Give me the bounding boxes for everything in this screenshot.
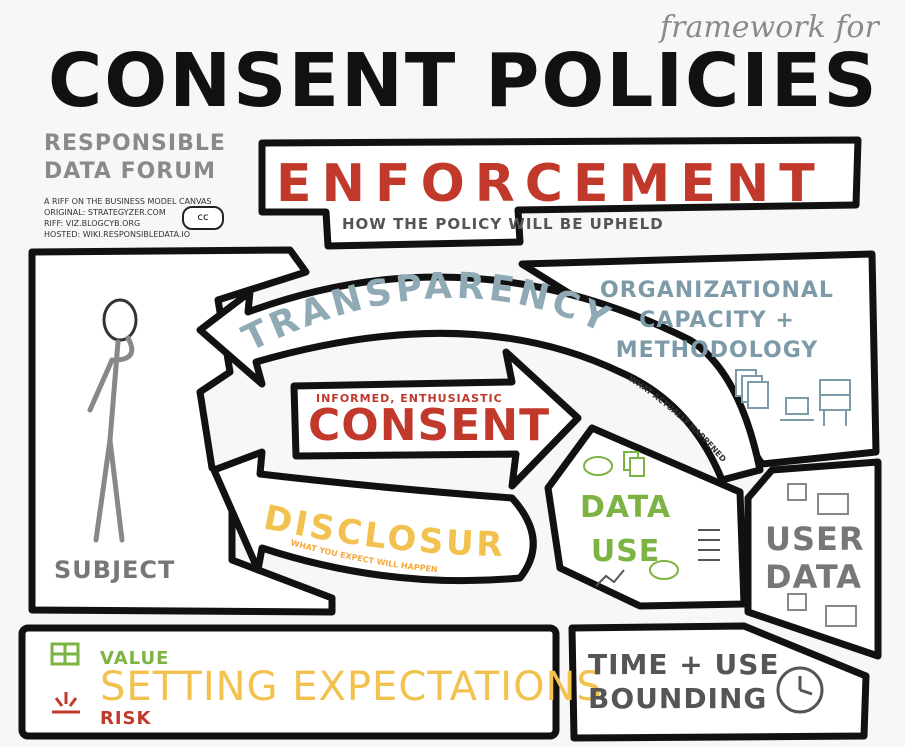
enforcement-box — [258, 136, 862, 250]
framework-label: framework for — [660, 10, 879, 45]
cc-license-badge: cc — [182, 206, 224, 230]
consent-arrow — [290, 348, 582, 490]
table-icon — [787, 483, 857, 627]
line-chart-icon — [595, 569, 625, 587]
org-name: RESPONSIBLE DATA FORUM — [44, 131, 226, 184]
clock-icon — [776, 666, 824, 714]
subject-label: SUBJECT — [54, 556, 176, 584]
disclosure-arrow — [210, 448, 537, 585]
transparency-arrow — [196, 273, 764, 484]
credits-text: A RIFF ON THE BUSINESS MODEL CANVAS ORIG… — [44, 197, 212, 239]
chair-icon — [819, 379, 851, 426]
value-icon — [50, 642, 80, 666]
consent-prefix: INFORMED, ENTHUSIASTIC — [316, 392, 503, 405]
list-icon — [698, 529, 720, 561]
enforcement-label: ENFORCEMENT — [276, 154, 825, 214]
organizational-label: ORGANIZATIONAL CAPACITY + METHODOLOGY — [600, 278, 834, 363]
page-title: CONSENT POLICIES — [48, 38, 879, 124]
laptop-icon — [780, 397, 814, 421]
chat-bubble-icon — [583, 456, 679, 580]
time-use-label: TIME + USE BOUNDING — [588, 648, 780, 715]
stick-figure-icon — [87, 298, 138, 543]
risk-label: RISK — [100, 708, 152, 729]
setting-expectations-label: SETTING EXPECTATIONS — [100, 664, 603, 710]
risk-icon — [52, 692, 80, 714]
user-data-label: USER DATA — [765, 520, 865, 596]
value-label: VALUE — [100, 648, 170, 669]
enforcement-sublabel: HOW THE POLICY WILL BE UPHELD — [342, 215, 664, 233]
data-use-label: DATA USE — [580, 490, 672, 569]
documents-icon — [735, 369, 769, 409]
consent-label: CONSENT — [308, 400, 551, 451]
file-stack-icon — [623, 451, 645, 477]
setting-expectations-box — [18, 624, 560, 740]
